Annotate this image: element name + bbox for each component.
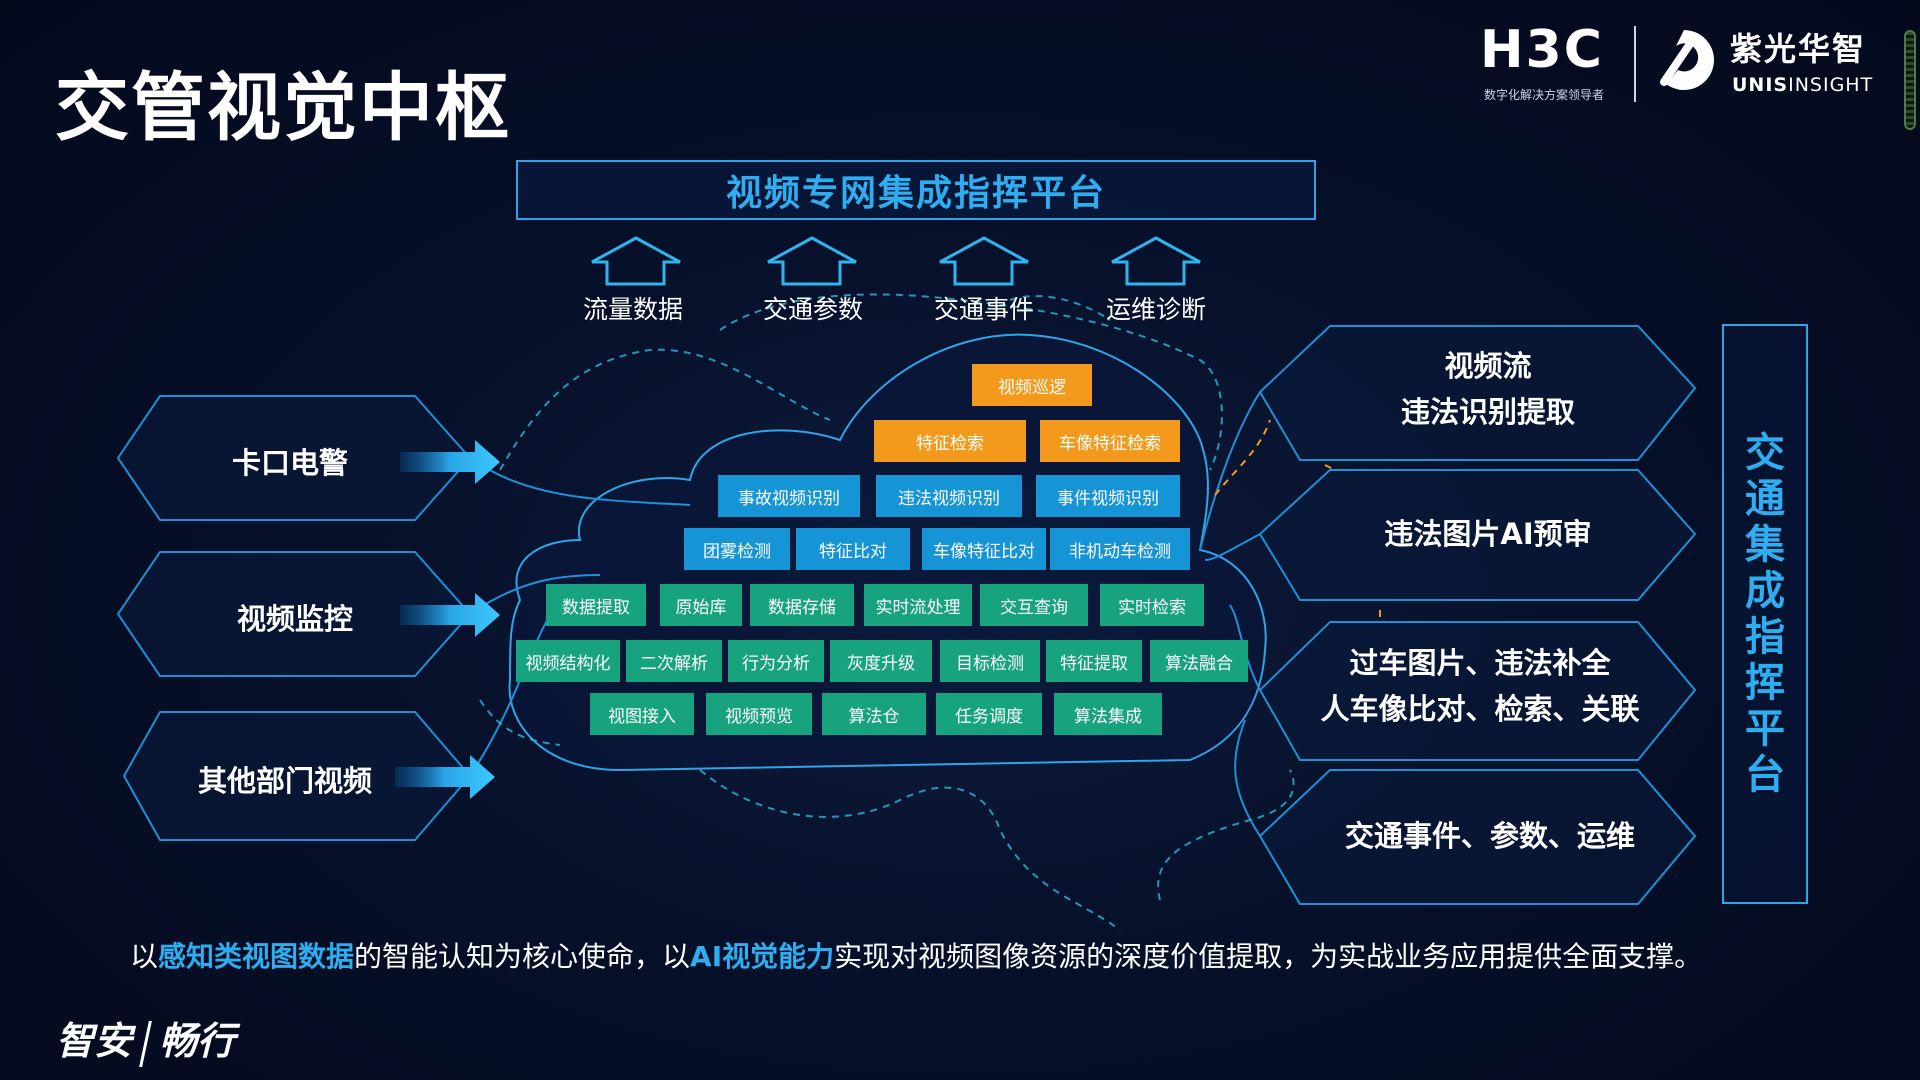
module-task-scheduling: 任务调度 xyxy=(936,693,1042,735)
app-video-stream-line2: 违法识别提取 xyxy=(1400,395,1575,429)
module-accident-video-recognition: 事故视频识别 xyxy=(718,475,860,517)
module-fog-detection: 团雾检测 xyxy=(684,528,790,570)
module-event-video-recognition: 事件视频识别 xyxy=(1036,475,1180,517)
brand-logo: H3C 数字化解决方案领导者 紫光华智 UNISINSIGHT xyxy=(1480,20,1900,110)
module-video-structuring: 视频结构化 xyxy=(516,640,620,682)
h3c-tagline: 数字化解决方案领导者 xyxy=(1484,88,1605,102)
module-feature-search: 特征检索 xyxy=(874,420,1026,462)
module-secondary-parsing: 二次解析 xyxy=(626,640,722,682)
module-realtime-search: 实时检索 xyxy=(1100,584,1204,626)
output-label-traffic-flow: 流量数据 xyxy=(582,295,683,324)
h3c-logo-text: H3C xyxy=(1480,20,1604,80)
up-arrow-1 xyxy=(591,236,681,286)
brand-name-en: UNISINSIGHT xyxy=(1732,74,1874,96)
up-arrow-2 xyxy=(767,236,857,286)
slogan: 智安畅行 xyxy=(56,1010,235,1067)
app-vehicle-image-line2: 人车像比对、检索、关联 xyxy=(1320,692,1640,726)
module-algorithm-integration: 算法集成 xyxy=(1054,693,1162,735)
module-algorithm-fusion: 算法融合 xyxy=(1150,640,1248,682)
right-platform-char: 交 xyxy=(1745,430,1785,476)
logo-divider xyxy=(1634,26,1636,102)
slogan-right: 畅行 xyxy=(159,1019,236,1063)
source-other-dept-label: 其他部门视频 xyxy=(197,764,372,798)
right-platform-char: 挥 xyxy=(1745,660,1785,706)
module-data-storage: 数据存储 xyxy=(750,584,854,626)
brand-name-zh: 紫光华智 xyxy=(1730,30,1867,68)
summary-text: 以感知类视图数据的智能认知为核心使命，以AI视觉能力实现对视频图像资源的深度价值… xyxy=(130,940,1703,973)
module-vehicle-feature-search: 车像特征检索 xyxy=(1040,420,1180,462)
right-platform-char: 台 xyxy=(1745,752,1785,798)
source-hex-1 xyxy=(116,395,472,521)
app-violation-ai-review: 违法图片AI预审 xyxy=(1268,511,1708,557)
app-vehicle-image-line1: 过车图片、违法补全 xyxy=(1349,646,1611,680)
module-view-access: 视图接入 xyxy=(590,693,694,735)
module-video-patrol: 视频巡逻 xyxy=(972,364,1092,406)
up-arrow-3 xyxy=(939,236,1029,286)
module-behavior-analysis: 行为分析 xyxy=(728,640,824,682)
module-algorithm-warehouse: 算法仓 xyxy=(822,693,926,735)
output-label-traffic-params: 交通参数 xyxy=(762,295,863,324)
app-traffic-events: 交通事件、参数、运维 xyxy=(1270,813,1710,859)
highlight-perception-data: 感知类视图数据 xyxy=(158,940,355,973)
source-checkpoint-label: 卡口电警 xyxy=(231,446,348,480)
right-platform-char: 指 xyxy=(1745,614,1785,660)
module-target-detection: 目标检测 xyxy=(940,640,1040,682)
module-data-extraction: 数据提取 xyxy=(546,584,646,626)
slogan-separator xyxy=(139,1020,152,1067)
module-feature-extraction: 特征提取 xyxy=(1046,640,1142,682)
module-non-motor-detection: 非机动车检测 xyxy=(1050,528,1190,570)
app-traffic-events-line1: 交通事件、参数、运维 xyxy=(1344,819,1635,853)
app-video-stream: 视频流 违法识别提取 xyxy=(1268,343,1708,435)
source-video-monitor-label: 视频监控 xyxy=(236,602,353,636)
module-violation-video-recognition: 违法视频识别 xyxy=(876,475,1022,517)
slogan-left: 智安 xyxy=(56,1019,133,1063)
scroll-indicator xyxy=(1904,30,1916,130)
module-raw-database: 原始库 xyxy=(660,584,742,626)
module-gray-upgrade: 灰度升级 xyxy=(830,640,932,682)
page-title: 交管视觉中枢 xyxy=(55,65,511,151)
unisinsight-mark-icon xyxy=(1660,30,1714,90)
app-violation-ai-review-line1: 违法图片AI预审 xyxy=(1384,517,1592,551)
module-video-preview: 视频预览 xyxy=(706,693,812,735)
module-interactive-query: 交互查询 xyxy=(980,584,1088,626)
up-arrow-4 xyxy=(1111,236,1201,286)
module-vehicle-feature-comparison: 车像特征比对 xyxy=(922,528,1046,570)
right-platform-char: 平 xyxy=(1745,706,1785,752)
highlight-ai-vision: AI视觉能力 xyxy=(690,940,835,973)
output-label-traffic-events: 交通事件 xyxy=(933,295,1034,324)
app-video-stream-line1: 视频流 xyxy=(1444,349,1532,383)
module-feature-comparison: 特征比对 xyxy=(796,528,910,570)
output-label-ops-diagnosis: 运维诊断 xyxy=(1105,295,1206,324)
right-platform-char: 成 xyxy=(1745,568,1785,614)
module-realtime-stream: 实时流处理 xyxy=(864,584,972,626)
right-platform-char: 通 xyxy=(1745,476,1785,522)
source-arrow-3 xyxy=(395,755,495,799)
source-arrow-1 xyxy=(400,440,500,484)
app-vehicle-image: 过车图片、违法补全 人车像比对、检索、关联 xyxy=(1260,640,1700,732)
top-platform-box: 视频专网集成指挥平台 xyxy=(516,160,1316,220)
right-platform-box: 交 通 集 成 指 挥 平 台 xyxy=(1722,324,1808,904)
source-arrow-2 xyxy=(400,593,500,637)
source-hex-2 xyxy=(116,551,472,677)
right-platform-char: 集 xyxy=(1745,522,1785,568)
source-hex-3 xyxy=(122,711,472,841)
